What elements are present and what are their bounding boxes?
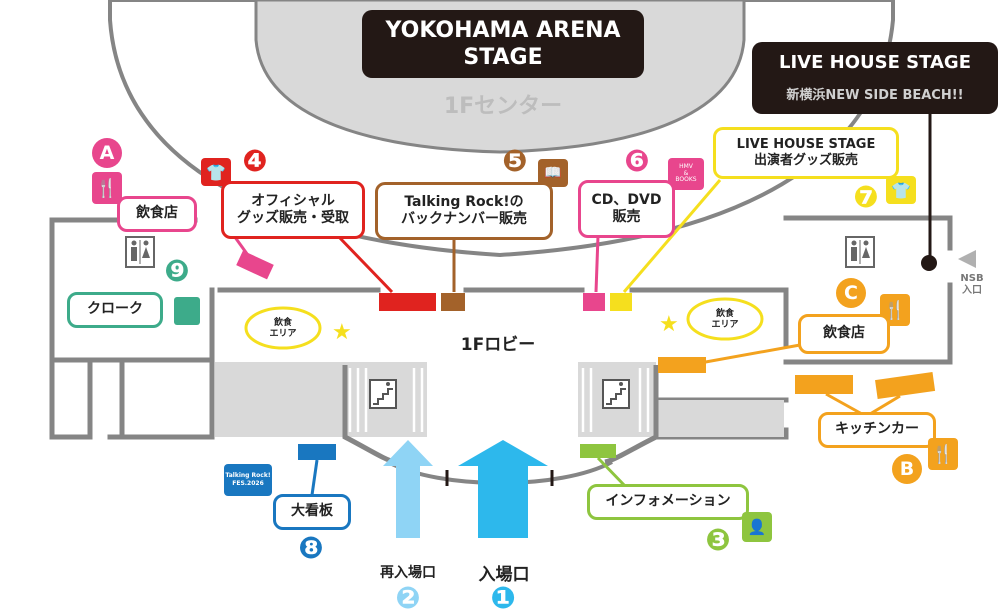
booth-food-a [236,250,274,280]
label-reentry: 再入場口 [380,565,436,581]
booth-cloak [174,297,200,325]
marker-3: ❸ [705,522,731,558]
lobby-label: 1Fロビー [460,335,536,355]
restroom-icon-right [845,236,875,268]
reentry-arrow [383,440,433,538]
livehouse-stage-box [752,42,998,114]
eating-area-left-ellipse [244,306,322,350]
fes-sign-thumbnail: Talking Rock! FES.2026 [224,464,272,496]
marker-9: ❾ [164,253,190,289]
food-icon-a: 🍴 [92,172,122,204]
floor-left [215,362,345,437]
marker-b: B [892,454,922,484]
label-kitchen-car: キッチンカー [818,412,936,448]
label-cloak: クローク [67,292,163,328]
livehouse-stage-subtitle: 新横浜NEW SIDE BEACH!! [786,88,964,103]
booth-official-goods [379,293,436,311]
label-food-a: 飲食店 [117,196,197,232]
arena-stage-label: YOKOHAMA ARENA STAGE [362,10,644,78]
booth-cd-dvd [583,293,605,311]
kitchen-car-1 [795,375,853,394]
marker-c: C [836,278,866,308]
tshirt-icon-4: 👕 [201,158,231,186]
info-icon-3: 👤 [742,512,772,542]
restroom-icon-left [125,236,155,268]
nsb-entrance-label: NSB 入口 [960,273,984,296]
marker-1: ❶ [490,580,516,616]
booth-sign [298,444,336,460]
booth-livehouse-goods [610,293,632,311]
kitchen-car-2 [875,372,936,399]
stairs-left-hatch [348,368,424,432]
entry-arrow [458,440,548,538]
tshirt-icon-7: 👕 [886,176,916,204]
marker-a: A [92,138,122,168]
marker-4: ❹ [242,143,268,179]
marker-8: ❽ [298,530,324,566]
arena-center-label: 1Fセンター [443,94,563,119]
booth-back-number [441,293,465,311]
livehouse-marker [921,255,937,271]
marker-7: ❼ [853,179,879,215]
label-food-c: 飲食店 [798,314,890,354]
stairs-icon-right [602,379,630,409]
stairs-right-hatch [581,368,650,432]
booth-info [580,444,616,458]
label-information: インフォメーション [587,484,749,520]
label-big-sign: 大看板 [273,494,351,530]
label-back-number: Talking Rock!の バックナンバー販売 [375,182,553,240]
star-icon-right: ★ [659,312,679,337]
stairs-icon-left [369,379,397,409]
booth-food-c [658,357,706,373]
floor-right [656,400,784,437]
label-cd-dvd: CD、DVD 販売 [578,180,675,238]
star-icon-left: ★ [332,320,352,345]
label-official-goods: オフィシャル グッズ販売・受取 [221,181,365,239]
eating-area-right-ellipse [686,297,764,341]
eating-area-left-label: 飲食 エリア [269,318,297,340]
marker-2: ❷ [395,580,421,616]
label-livehouse-goods: LIVE HOUSE STAGE 出演者グッズ販売 [713,127,899,179]
nsb-arrow [958,250,976,268]
lobby-curve-right [604,365,659,465]
eating-area-right-label: 飲食 エリア [711,309,739,331]
label-entry: 入場口 [478,565,530,585]
connector-lines [230,110,932,496]
livehouse-stage-title: LIVE HOUSE STAGE [778,52,971,73]
food-icon-b: 🍴 [928,438,958,470]
marker-6: ❻ [624,143,650,179]
marker-5: ❺ [502,143,528,179]
